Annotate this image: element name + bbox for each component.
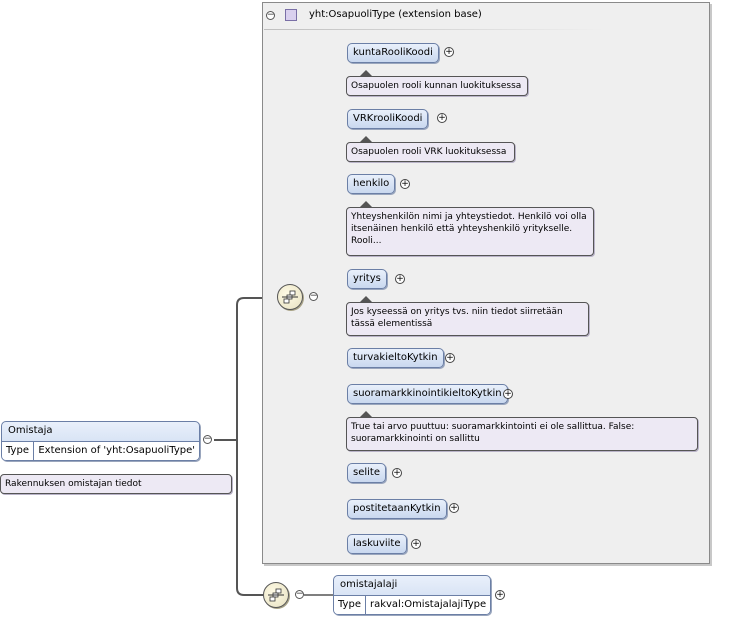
sequence-collapse-button[interactable]: − xyxy=(309,291,318,301)
base-collapse-button[interactable]: − xyxy=(266,10,275,20)
doc-henkilo: Yhteyshenkilön nimi ja yhteystiedot. Hen… xyxy=(346,207,594,256)
expand-icon[interactable]: + xyxy=(449,503,459,513)
expand-icon[interactable]: + xyxy=(445,353,455,363)
root-type-key: Type xyxy=(2,442,35,460)
sequence-icon xyxy=(268,588,284,602)
sequence-icon xyxy=(282,290,298,304)
root-collapse-button[interactable]: − xyxy=(203,434,212,444)
root-documentation: Rakennuksen omistajan tiedot xyxy=(0,474,232,494)
element-henkilo[interactable]: henkilo xyxy=(347,174,396,194)
expand-icon[interactable]: + xyxy=(495,590,505,600)
root-type-value: Extension of 'yht:OsapuoliType' xyxy=(38,445,195,456)
sequence-2-collapse-button[interactable]: − xyxy=(295,589,304,599)
expand-icon[interactable]: + xyxy=(392,468,402,478)
title-divider xyxy=(264,29,604,30)
element-yritys[interactable]: yritys xyxy=(347,269,387,289)
element-laskuviite[interactable]: laskuviite xyxy=(347,534,407,554)
doc-kuntaRooliKoodi: Osapuolen rooli kunnan luokituksessa xyxy=(346,76,528,96)
element-selite[interactable]: selite xyxy=(347,463,386,483)
element-postitetaanKytkin[interactable]: postitetaanKytkin xyxy=(347,499,447,519)
expand-icon[interactable]: + xyxy=(444,47,454,57)
expand-icon[interactable]: + xyxy=(395,274,405,284)
doc-pointer xyxy=(360,201,372,207)
root-element-name: Omistaja xyxy=(2,422,199,442)
root-type-row: Type Extension of 'yht:OsapuoliType' xyxy=(2,442,199,460)
element-kuntaRooliKoodi[interactable]: kuntaRooliKoodi xyxy=(347,43,439,63)
doc-VRKrooliKoodi: Osapuolen rooli VRK luokituksessa xyxy=(346,142,515,162)
doc-pointer xyxy=(360,70,372,76)
doc-yritys: Jos kyseessä on yritys tvs. niin tiedot … xyxy=(346,302,589,336)
doc-pointer xyxy=(360,136,372,142)
element-VRKrooliKoodi[interactable]: VRKrooliKoodi xyxy=(347,109,429,129)
element-suoramarkkinointikieltoKytkin[interactable]: suoramarkkinointikieltoKytkin xyxy=(347,384,508,404)
sequence-compositor-icon[interactable] xyxy=(277,284,303,310)
base-title: yht:OsapuoliType (extension base) xyxy=(309,9,482,20)
doc-pointer xyxy=(360,296,372,302)
root-element-Omistaja[interactable]: Omistaja Type Extension of 'yht:Osapuoli… xyxy=(1,421,200,461)
element-omistajalaji[interactable]: omistajalaji Type rakval:OmistajalajiTyp… xyxy=(333,575,491,615)
omistajalaji-type-row: Type rakval:OmistajalajiType xyxy=(334,596,490,614)
expand-icon[interactable]: + xyxy=(411,539,421,549)
doc-pointer xyxy=(360,411,372,417)
sequence-compositor-icon-2[interactable] xyxy=(263,582,289,608)
expand-icon[interactable]: + xyxy=(400,179,410,189)
omistajalaji-type-value: rakval:OmistajalajiType xyxy=(369,599,487,610)
omistajalaji-name: omistajalaji xyxy=(334,576,490,596)
omistajalaji-type-key: Type xyxy=(334,596,366,614)
expand-icon[interactable]: + xyxy=(437,113,447,123)
doc-suoramarkkinointikieltoKytkin: True tai arvo puuttuu: suoramarkkintoint… xyxy=(346,417,698,451)
complex-type-icon xyxy=(285,9,297,21)
element-turvakieltoKytkin[interactable]: turvakieltoKytkin xyxy=(347,348,444,368)
expand-icon[interactable]: + xyxy=(503,389,513,399)
